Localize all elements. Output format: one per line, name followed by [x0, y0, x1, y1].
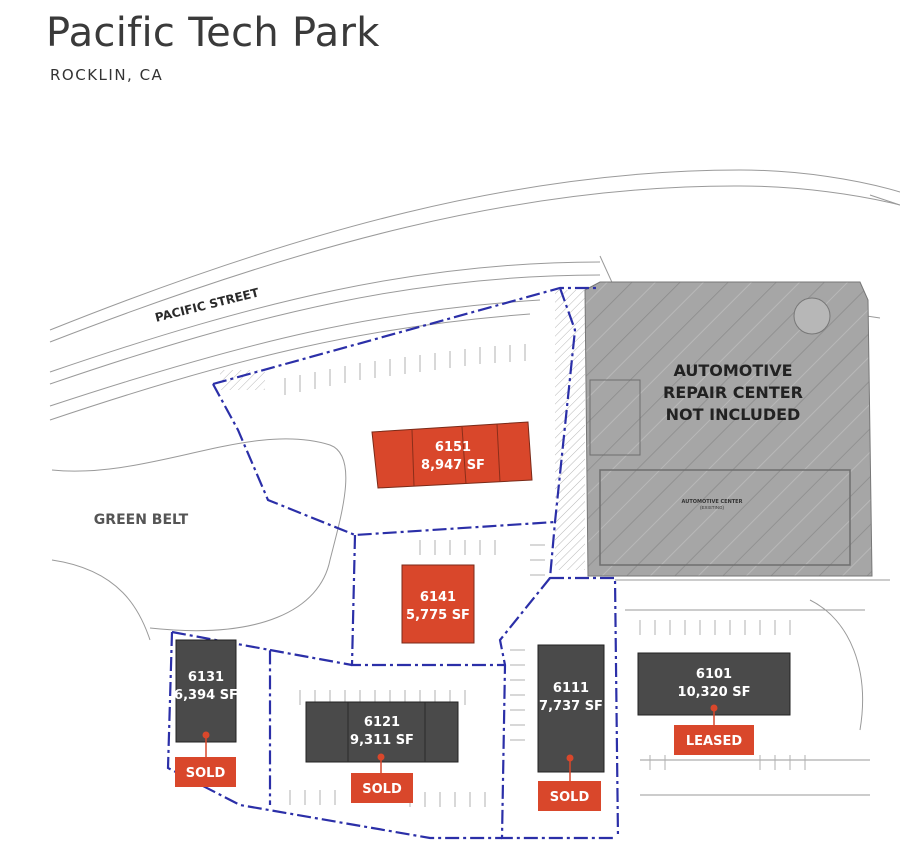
svg-text:AUTOMOTIVE CENTER: AUTOMOTIVE CENTER: [682, 499, 743, 505]
existing-center-label: AUTOMOTIVE CENTER (EXISTING): [682, 499, 743, 510]
status-tag: [175, 757, 236, 787]
status-tag-label: SOLD: [550, 790, 590, 805]
building-area-label: 6,394 SF: [174, 688, 238, 703]
svg-text:REPAIR CENTER: REPAIR CENTER: [663, 383, 803, 402]
parcel-boundaries: [166, 286, 620, 840]
status-tag-label: SOLD: [362, 782, 402, 797]
status-tag-label: LEASED: [686, 734, 742, 749]
building-6141[interactable]: 6141 5,775 SF: [401, 564, 475, 644]
building-6121[interactable]: 6121 9,311 SF SOLD: [305, 701, 459, 803]
building-id-label: 6141: [420, 590, 456, 605]
page-title: Pacific Tech Park: [46, 10, 380, 56]
building-id-label: 6101: [696, 667, 732, 682]
svg-text:(EXISTING): (EXISTING): [700, 505, 725, 510]
building-6131[interactable]: 6131 6,394 SF SOLD: [174, 639, 238, 787]
status-tag: [538, 781, 601, 811]
building-6111[interactable]: 6111 7,737 SF SOLD: [537, 644, 605, 811]
street-label: PACIFIC STREET: [154, 285, 262, 325]
building-area-label: 5,775 SF: [406, 608, 470, 623]
building-id-label: 6111: [553, 681, 589, 696]
building-area-label: 10,320 SF: [678, 685, 751, 700]
status-tag-label: SOLD: [186, 766, 226, 781]
building-6151[interactable]: 6151 8,947 SF: [371, 421, 533, 489]
status-tag: [351, 773, 413, 803]
parking-stalls: [284, 344, 806, 807]
automotive-repair-center-area: [584, 281, 873, 577]
svg-text:NOT INCLUDED: NOT INCLUDED: [666, 405, 801, 424]
existing-automotive-center-footprint: [599, 469, 851, 566]
building-area-label: 7,737 SF: [539, 699, 603, 714]
repair-center-label: AUTOMOTIVE REPAIR CENTER NOT INCLUDED: [663, 361, 803, 424]
svg-text:AUTOMOTIVE: AUTOMOTIVE: [673, 361, 792, 380]
location-subtitle: ROCKLIN, CA: [50, 66, 164, 84]
building-area-label: 8,947 SF: [421, 458, 485, 473]
building-id-label: 6151: [435, 440, 471, 455]
building-6101[interactable]: 6101 10,320 SF LEASED: [637, 652, 791, 755]
status-tag: [674, 725, 754, 755]
building-area-label: 9,311 SF: [350, 733, 414, 748]
green-belt-label: GREEN BELT: [94, 512, 189, 528]
building-id-label: 6121: [364, 715, 400, 730]
building-id-label: 6131: [188, 670, 224, 685]
